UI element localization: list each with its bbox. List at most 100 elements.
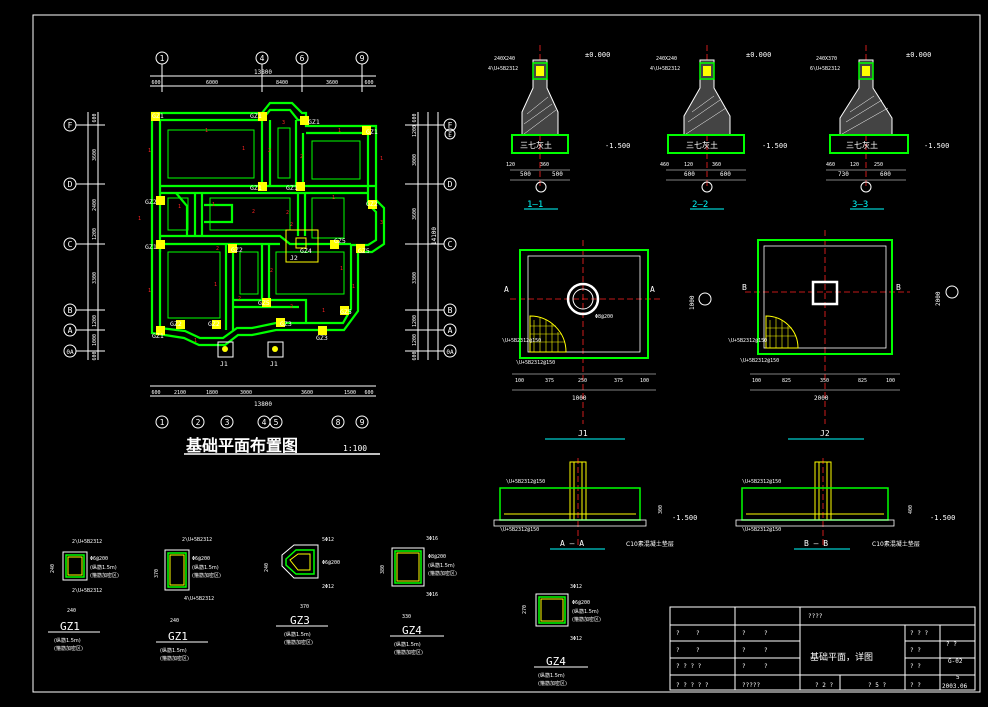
- left-dim-4: 1200: [92, 228, 98, 240]
- left-dim-3: 2400: [92, 199, 98, 211]
- section-bottom-elev: -1.500: [762, 142, 787, 150]
- svg-text:1: 1: [214, 282, 217, 288]
- title-project: ????: [808, 613, 823, 620]
- title-q: ?: [676, 647, 680, 654]
- section-label: 3—3: [852, 200, 868, 210]
- column-note: (纵筋1.5m): [54, 637, 81, 644]
- column-stirrup: Φ8@200: [428, 554, 446, 560]
- right-axis-label-b: B: [448, 306, 453, 315]
- title-q: ?: [764, 647, 768, 654]
- column-note: (箍筋加密区): [192, 572, 221, 579]
- column-note: (纵筋1.5m): [538, 672, 565, 679]
- title-block: [669, 606, 976, 691]
- left-dim-6: 1200: [92, 315, 98, 327]
- column-label: GZ1: [168, 630, 188, 643]
- footing-dim: 100: [640, 378, 649, 384]
- svg-text:3: 3: [380, 220, 383, 226]
- svg-text:1: 1: [380, 156, 383, 162]
- section-dim: 120: [506, 162, 515, 168]
- column-dim: 330: [402, 614, 411, 620]
- footing-section-elev: -1.500: [930, 514, 955, 522]
- column-bars-bottom: 3Φ16: [426, 592, 438, 598]
- gz-label: GZ2: [231, 246, 243, 254]
- column-bars-bottom: 2Φ12: [322, 584, 334, 590]
- column-detail-gz1-b: 2\U+5B2312 4\U+5B2312 Φ6@200 (纵筋1.5m) (箍…: [154, 537, 221, 662]
- section-dim: 120: [684, 162, 693, 168]
- column-note: (纵筋1.5m): [572, 608, 599, 615]
- footing-section-elev: -1.500: [672, 514, 697, 522]
- column-note: (箍筋加密区): [428, 570, 457, 577]
- footing-bars: \U+5B2312@150: [516, 360, 555, 366]
- footing-j1: A A Φ8@200 \U+5B2312@150 \U+5B2312@150 1…: [502, 240, 712, 440]
- column-dim: 270: [522, 605, 528, 614]
- bottom-axis-label: 1: [160, 418, 165, 427]
- section-base-text: 三七灰土: [846, 140, 878, 150]
- gz-label: GZ3: [316, 334, 328, 342]
- section-base-text: 三七灰土: [686, 140, 718, 150]
- gz-label: GZ1: [366, 128, 378, 136]
- footing-section-mark: B: [896, 283, 901, 292]
- top-dim-3: 8400: [276, 80, 288, 86]
- foundation-plan: 1 4 6 9 13800 600 6000 8400 3600 600 F D…: [63, 51, 457, 455]
- top-axis-label-1: 1: [160, 54, 165, 63]
- footing-section-bars: \U+5B2312@150: [506, 479, 545, 485]
- footing-label: J1: [578, 429, 588, 438]
- bottom-axis-label: 4: [262, 418, 267, 427]
- svg-text:1: 1: [332, 195, 335, 201]
- column-label: GZ3: [290, 614, 310, 627]
- bottom-axis-label: 3: [225, 418, 230, 427]
- section-bars: 6\U+5B2312: [810, 66, 840, 72]
- footing-dim: 375: [614, 378, 623, 384]
- svg-text:1: 1: [242, 146, 245, 152]
- svg-text:3: 3: [282, 120, 285, 126]
- left-axis-label-d: D: [68, 180, 73, 189]
- column-note: (纵筋1.5m): [90, 564, 117, 571]
- footing-section-height: 400: [908, 505, 914, 514]
- title-q: ? ? ? ?: [676, 663, 702, 670]
- title-q: ?: [764, 663, 768, 670]
- column-bars-top: 5Φ12: [322, 537, 334, 543]
- column-note: (纵筋1.5m): [284, 631, 311, 638]
- left-axis-label-0a: 0A: [66, 349, 74, 356]
- column-bars-top: 3Φ12: [570, 584, 582, 590]
- left-axis-bubbles: [63, 112, 105, 360]
- right-axis-label-e: E: [448, 132, 452, 139]
- section-beam: 240X370: [816, 56, 837, 62]
- column-label: GZ1: [60, 620, 80, 633]
- bottom-dim: 600: [364, 390, 373, 396]
- footing-section-label: B — B: [804, 539, 828, 548]
- footing-dim: 250: [578, 378, 587, 384]
- title-drawing-no: G-02: [948, 658, 963, 665]
- top-dim-1: 600: [151, 80, 160, 86]
- left-dim-5: 3300: [92, 272, 98, 284]
- footing-width: 1000: [572, 395, 587, 402]
- right-axis-label-a: A: [448, 326, 453, 335]
- section-dim: 250: [874, 162, 883, 168]
- top-axis-label-9: 9: [360, 54, 365, 63]
- section-base-text: 三七灰土: [520, 140, 552, 150]
- section-2-2: 三七灰土 ±0.000 -1.500 240X240 4\U+5B2312 46…: [650, 45, 787, 210]
- title-q: ?: [696, 630, 700, 637]
- bottom-dim: 3000: [240, 390, 252, 396]
- title-q: ?: [696, 647, 700, 654]
- section-dim: 730: [838, 171, 849, 178]
- svg-text:2: 2: [286, 210, 289, 216]
- footing-section-b-b: \U+5B2312@150 \U+5B2312@150 -1.500 400 B…: [735, 458, 955, 550]
- j1-label: J1: [270, 360, 278, 368]
- column-bars-bottom: 3Φ12: [570, 636, 582, 642]
- svg-text:1: 1: [340, 266, 343, 272]
- footing-dim: 350: [820, 378, 829, 384]
- section-3-3: 三七灰土 ±0.000 -1.500 240X370 6\U+5B2312 46…: [810, 45, 949, 210]
- svg-text:2: 2: [268, 148, 271, 154]
- section-label: 1—1: [527, 200, 543, 210]
- gz-label: GZ1: [308, 118, 320, 126]
- top-dim-2: 6000: [206, 80, 218, 86]
- gz-label: GZ1: [152, 332, 164, 340]
- section-dim: 600: [684, 171, 695, 178]
- plan-j1-column-right: [272, 346, 278, 352]
- top-total-dim: 13800: [254, 69, 272, 76]
- svg-text:1: 1: [138, 216, 141, 222]
- right-axis-label-0a: 0A: [446, 349, 454, 356]
- right-total-dim: 14100: [431, 227, 438, 245]
